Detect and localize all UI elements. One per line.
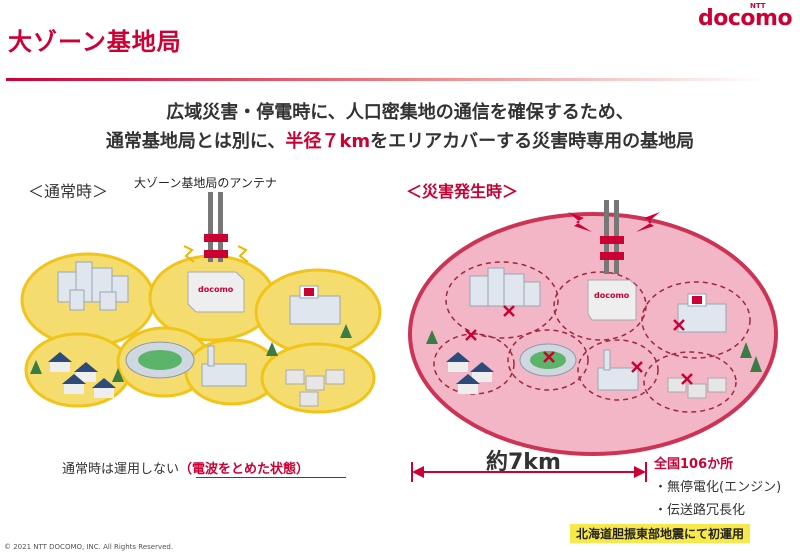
radius-arrow [411, 462, 647, 482]
radius-label: 約7km [486, 450, 561, 475]
lightning-icon [568, 212, 592, 232]
logo-ntt: NTT [750, 2, 766, 10]
normal-note: 通常時は運用しない（電波をとめた状態） [62, 458, 309, 477]
lead-line-2-pre: 通常基地局とは別に、 [105, 131, 286, 152]
normal-note-red: （電波をとめた状態） [179, 462, 310, 477]
feature-redundancy: ・伝送路冗長化 [654, 503, 746, 518]
feature-uninterruptible: ・無停電化(エンジン) [654, 480, 782, 495]
antenna-tower-normal [183, 192, 249, 263]
hokkaido-highlight: 北海道胆振東部地震にて初運用 [570, 524, 751, 543]
logo-brand: docomo [698, 6, 793, 31]
outage-marks [465, 305, 693, 385]
site-count: 全国106か所 [654, 457, 734, 472]
disaster-label: ＜災害発生時＞ [406, 182, 519, 201]
title-divider [6, 78, 766, 81]
lightning-icon [636, 212, 660, 232]
building-logo-disaster: docomo [594, 291, 630, 300]
page-title: 大ゾーン基地局 [8, 28, 182, 56]
lead-line-1: 広域災害・停電時に、人口密集地の通信を確保するため、 [166, 102, 634, 123]
copyright: © 2021 NTT DOCOMO, INC. All Rights Reser… [4, 543, 174, 551]
docomo-logo: NTT docomo [698, 2, 794, 32]
disaster-zone [408, 212, 778, 456]
disaster-illustration: docomo [408, 200, 778, 482]
normal-label: ＜通常時＞ [28, 182, 109, 201]
note-underline [196, 477, 346, 478]
normal-note-text: 通常時は運用しない [62, 462, 180, 477]
radius-highlight: 半径７km [285, 131, 371, 152]
lead-line-2: 通常基地局とは別に、半径７kmをエリアカバーする災害時専用の基地局 [0, 127, 800, 153]
antenna-tower-disaster [568, 200, 660, 274]
lead-line-2-post: をエリアカバーする災害時専用の基地局 [370, 131, 695, 152]
normal-illustration: docomo [20, 192, 382, 414]
building-logo-normal: docomo [198, 285, 234, 294]
antenna-label: 大ゾーン基地局のアンテナ [134, 176, 277, 190]
